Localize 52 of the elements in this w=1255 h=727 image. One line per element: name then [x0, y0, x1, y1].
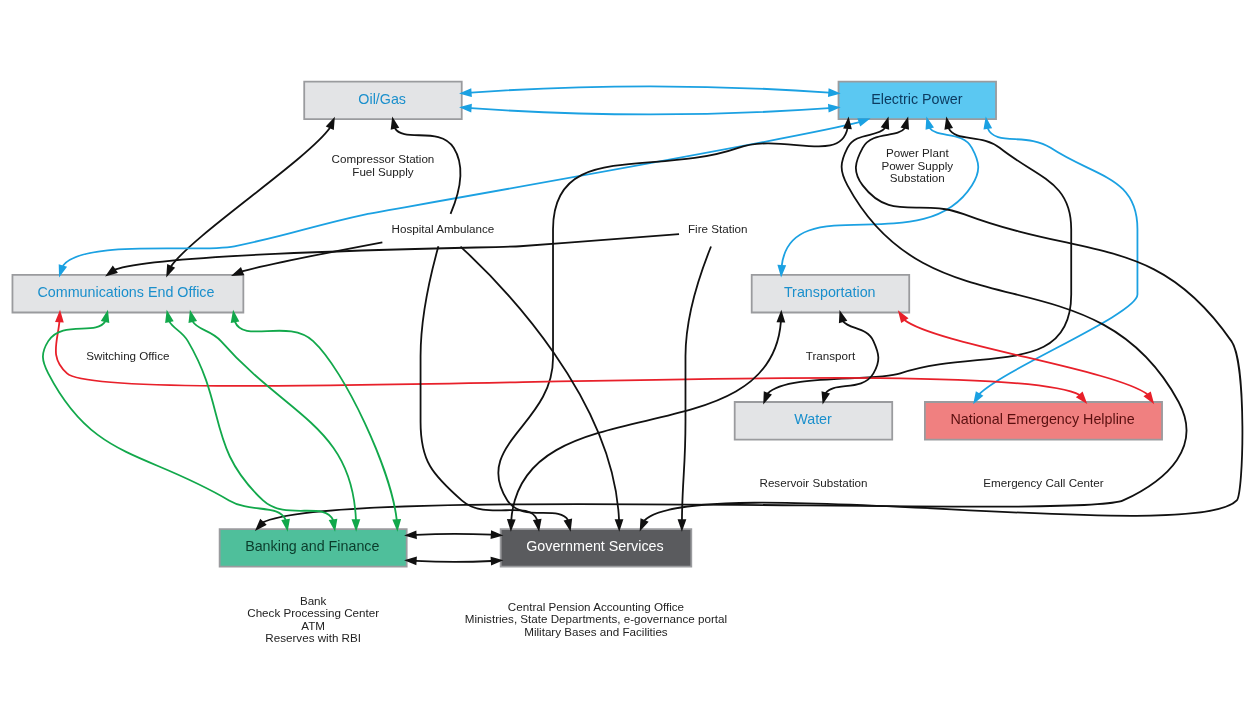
node-label: ATM: [301, 618, 326, 632]
node-box: Water: [733, 401, 894, 441]
node-label: Military Bases and Facilities: [524, 624, 668, 638]
arrow: [459, 103, 841, 116]
arrow: [677, 245, 712, 532]
node-label: Central Pension Accounting Office: [507, 599, 685, 613]
arrow: [763, 116, 1073, 405]
node-label: Emergency Call Center: [983, 476, 1104, 490]
node-box: National Emergency Helpline: [924, 401, 1163, 441]
arrow: [639, 116, 1244, 532]
node-text: Fire Station: [687, 222, 748, 236]
node-box: Electric Power: [837, 80, 997, 121]
arrow: [254, 116, 1188, 532]
arrow: [404, 556, 504, 566]
node-box: Transportation: [750, 274, 911, 314]
node-label: Substation: [889, 171, 945, 185]
arrow: [459, 245, 624, 532]
arrow: [54, 309, 1088, 405]
arrow: [42, 309, 290, 532]
arrow: [230, 309, 402, 532]
arrow: [497, 116, 852, 532]
arrow: [821, 309, 880, 405]
arrow: [188, 309, 361, 532]
arrow: [231, 241, 384, 276]
node-label: Ministries, State Departments, e-governance portal: [464, 612, 728, 626]
arrow: [58, 118, 871, 278]
arrow: [390, 116, 462, 215]
node-label: Reservoir Substation: [759, 476, 868, 490]
node-label: Check Processing Center: [247, 606, 380, 620]
arrow: [506, 309, 786, 532]
node-label: Power Plant: [885, 146, 949, 160]
arrow: [897, 310, 1155, 405]
arrow: [166, 116, 335, 278]
node-label: Fuel Supply: [352, 164, 414, 178]
arrow: [419, 245, 542, 532]
node-box: Banking and Finance: [218, 528, 408, 568]
arrow: [973, 116, 1139, 405]
arrow: [777, 116, 980, 278]
node-label: Power Supply: [881, 158, 954, 172]
node-label: Bank: [299, 593, 327, 607]
node-text: Hospital Ambulance: [391, 222, 495, 236]
node-label: Reserves with RBI: [265, 631, 361, 645]
arrow: [165, 309, 338, 532]
arrow: [105, 233, 680, 277]
node-label: Compressor Station: [331, 152, 435, 166]
node-label: Transport: [805, 349, 856, 363]
arrow: [404, 530, 504, 540]
node-box: Communications End Office: [11, 274, 245, 314]
node-label: Switching Office: [86, 349, 170, 363]
node-box: Oil/Gas: [303, 80, 463, 121]
node-box: Government Services: [499, 528, 693, 568]
arrow: [459, 85, 841, 97]
